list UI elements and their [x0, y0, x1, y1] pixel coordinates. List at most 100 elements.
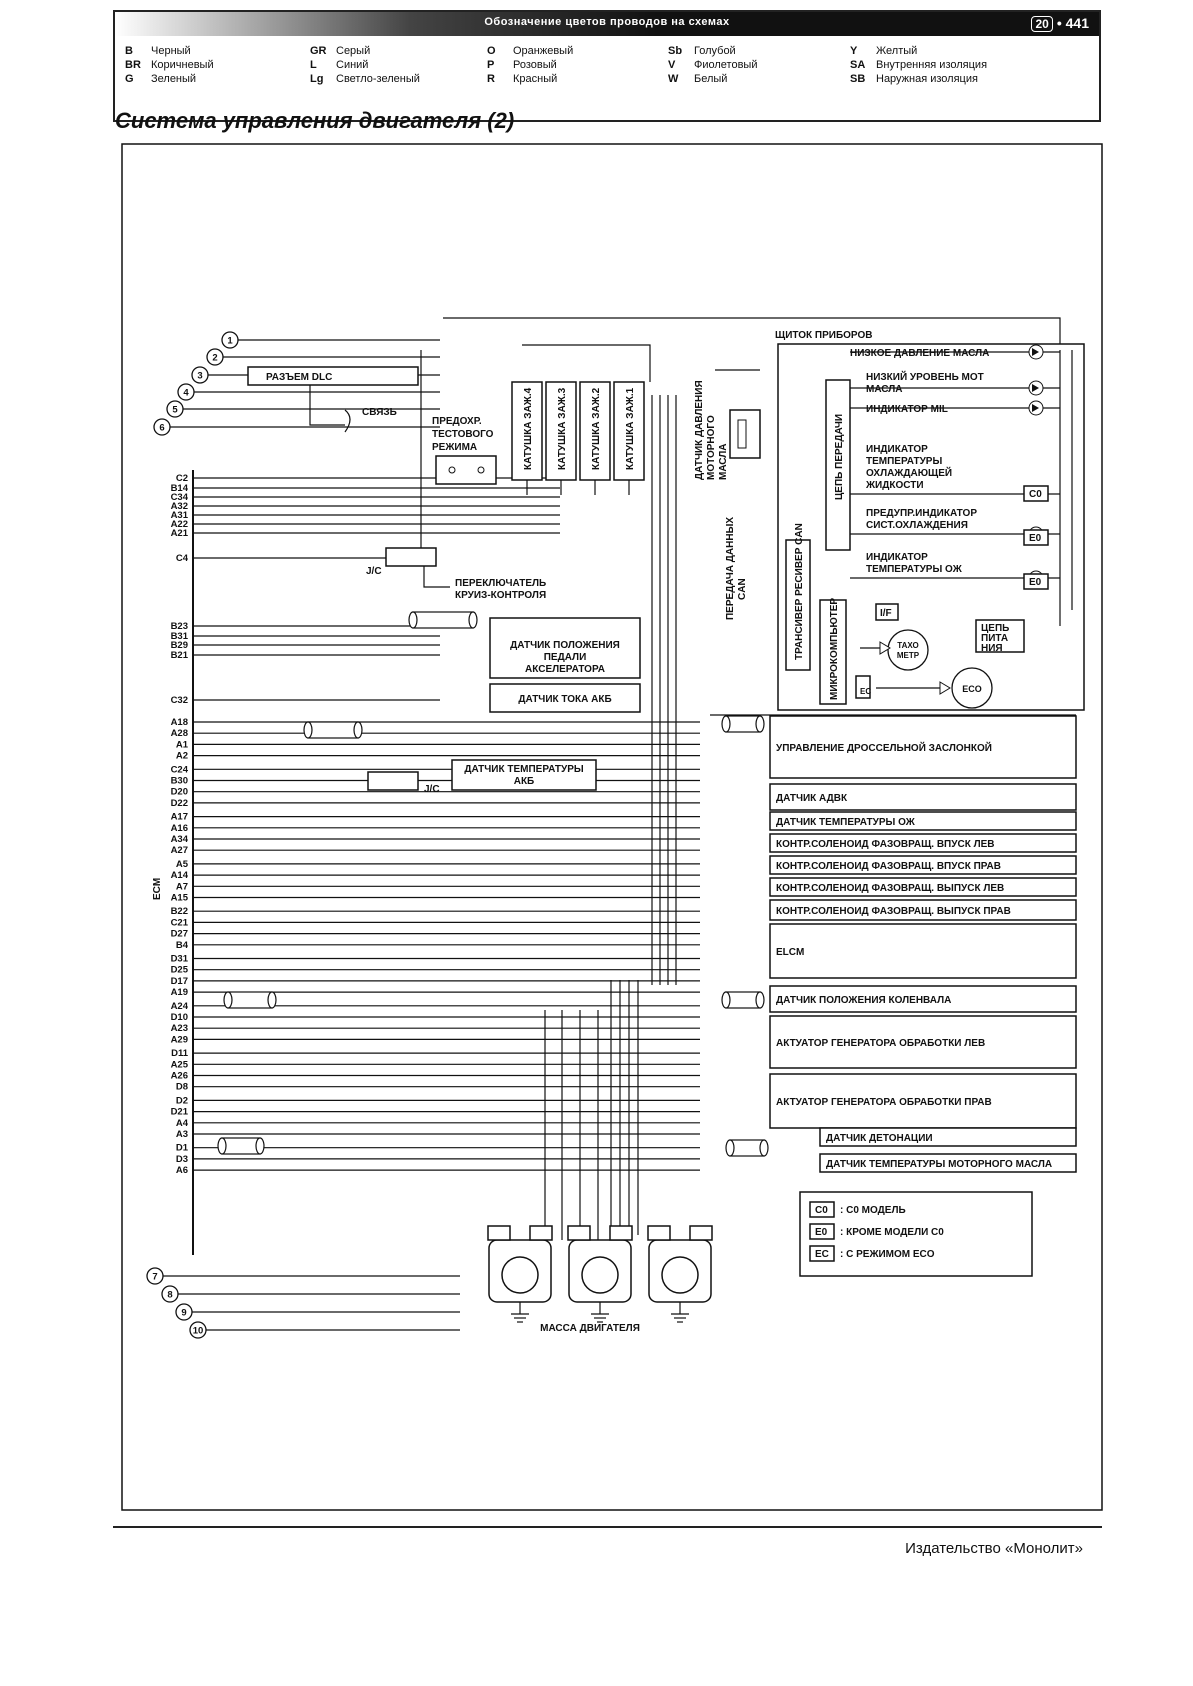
diagram-frame [121, 143, 1103, 1511]
engine-ground [487, 1225, 713, 1323]
page-number: 20• 441 [1031, 15, 1089, 32]
component-label: ДАТЧИК АДВК [776, 793, 848, 804]
pin-label: A14 [171, 870, 189, 881]
dlc-connector [247, 366, 419, 386]
note-code [809, 1245, 835, 1262]
svg-text:ТЕМПЕРАТУРЫ ОЖ: ТЕМПЕРАТУРЫ ОЖ [866, 564, 963, 575]
ignition-coil [511, 381, 543, 481]
pin-label: B4 [176, 940, 189, 951]
component-box [819, 1127, 1077, 1147]
svg-text:МОТОРНОГО: МОТОРНОГО [706, 415, 717, 480]
legend-code: W [668, 73, 679, 85]
pin-label: C21 [171, 917, 189, 928]
pin-label: A5 [176, 859, 189, 870]
legend-color-name: Красный [513, 73, 558, 85]
svg-text:СИСТ.ОХЛАЖДЕНИЯ: СИСТ.ОХЛАЖДЕНИЯ [866, 520, 968, 531]
legend-color-name: Черный [151, 45, 191, 57]
legend-color-name: Розовый [513, 59, 557, 71]
component-label: АКТУАТОР ГЕНЕРАТОРА ОБРАБОТКИ ПРАВ [776, 1097, 992, 1108]
pin-label: A25 [171, 1059, 189, 1070]
svg-text:ЖИДКОСТИ: ЖИДКОСТИ [865, 480, 924, 491]
pin-label: B14 [171, 483, 189, 494]
legend-color-name: Желтый [876, 45, 918, 57]
pin-label: C4 [176, 553, 189, 564]
svg-text:6: 6 [159, 423, 164, 434]
legend-title-bar [115, 12, 1099, 36]
pin-label: D2 [176, 1095, 188, 1106]
pin-label: D11 [171, 1048, 189, 1059]
pin-label: A34 [171, 834, 189, 845]
component-box [769, 985, 1077, 1013]
svg-text:E0: E0 [815, 1227, 828, 1238]
svg-text:ДАТЧИК ТЕМПЕРАТУРЫ: ДАТЧИК ТЕМПЕРАТУРЫ [464, 764, 584, 775]
svg-text:EC: EC [860, 687, 871, 696]
svg-text:ИНДИКАТОР: ИНДИКАТОР [866, 552, 928, 563]
battery-current-box [489, 683, 641, 713]
component-box [769, 899, 1077, 921]
component-label: КОНТР.СОЛЕНОИД ФАЗОВРАЩ. ВПУСК ЛЕВ [776, 839, 994, 850]
dlc-link-wire [309, 385, 345, 426]
svg-text:ТАХО: ТАХО [897, 641, 919, 650]
pin-label: A15 [171, 893, 189, 904]
pin-label: D22 [171, 798, 188, 809]
legend-color-name: Светло-зеленый [336, 73, 420, 85]
pin-label: A21 [171, 528, 189, 539]
pin-label: B22 [171, 906, 188, 917]
oil-pressure-sensor: ДАТЧИК ДАВЛЕНИЯ МОТОРНОГО МАСЛА [694, 380, 761, 480]
pin-label: D17 [171, 976, 188, 987]
svg-text:КАТУШКА ЗАЖ.3: КАТУШКА ЗАЖ.3 [557, 387, 568, 470]
ignition-coil [545, 381, 577, 481]
pin-label: B21 [171, 650, 189, 661]
svg-text:5: 5 [172, 405, 178, 416]
shielded-cables [217, 611, 769, 1157]
pin-label: D3 [176, 1154, 188, 1165]
pin-label: D10 [171, 1012, 188, 1023]
note-text: : КРОМЕ МОДЕЛИ C0 [840, 1227, 944, 1238]
legend-code: L [310, 59, 317, 71]
svg-text:EC: EC [815, 1249, 829, 1260]
svg-text:9: 9 [181, 1308, 186, 1319]
component-box [819, 1153, 1077, 1173]
legend-code: Lg [310, 73, 324, 85]
battery-temp-box [451, 759, 597, 791]
component-box [769, 855, 1077, 875]
svg-text:КАТУШКА ЗАЖ.4: КАТУШКА ЗАЖ.4 [523, 387, 534, 470]
pin-label: A19 [171, 987, 188, 998]
svg-text:4: 4 [183, 388, 189, 399]
pin-label: D20 [171, 787, 188, 798]
svg-text:АКСЕЛЕРАТОРА: АКСЕЛЕРАТОРА [525, 664, 605, 675]
svg-text:ТЕМПЕРАТУРЫ: ТЕМПЕРАТУРЫ [866, 456, 942, 467]
legend-color-name: Синий [336, 59, 369, 71]
svg-text:ДАТЧИК ДАВЛЕНИЯ: ДАТЧИК ДАВЛЕНИЯ [694, 380, 705, 480]
legend-code: R [487, 73, 495, 85]
legend-code: O [487, 45, 496, 57]
svg-text:МИКРОКОМПЬЮТЕР: МИКРОКОМПЬЮТЕР [829, 598, 840, 700]
svg-text:E0: E0 [1029, 533, 1042, 544]
can-label-1: ПЕРЕДАЧА ДАННЫХ [725, 517, 736, 620]
ecm-label: ECM [152, 878, 163, 900]
svg-text:ПЕДАЛИ: ПЕДАЛИ [544, 652, 587, 663]
component-box [769, 783, 1077, 811]
component-box [769, 877, 1077, 897]
svg-text:ИНДИКАТОР: ИНДИКАТОР [866, 444, 928, 455]
svg-text:J/C: J/C [424, 784, 440, 795]
svg-text:НИЗКОЕ ДАВЛЕНИЕ МАСЛА: НИЗКОЕ ДАВЛЕНИЕ МАСЛА [850, 348, 989, 359]
pin-label: A3 [176, 1129, 188, 1140]
svg-text:НИЯ: НИЯ [981, 643, 1003, 654]
svg-text:C0: C0 [1029, 489, 1042, 500]
jc-top-label: J/C [366, 566, 382, 577]
pin-label: A26 [171, 1071, 188, 1082]
publisher: Издательство «Монолит» [905, 1540, 1083, 1557]
svg-text:ПРЕДУПР.ИНДИКАТОР: ПРЕДУПР.ИНДИКАТОР [866, 508, 977, 519]
component-box [769, 923, 1077, 979]
